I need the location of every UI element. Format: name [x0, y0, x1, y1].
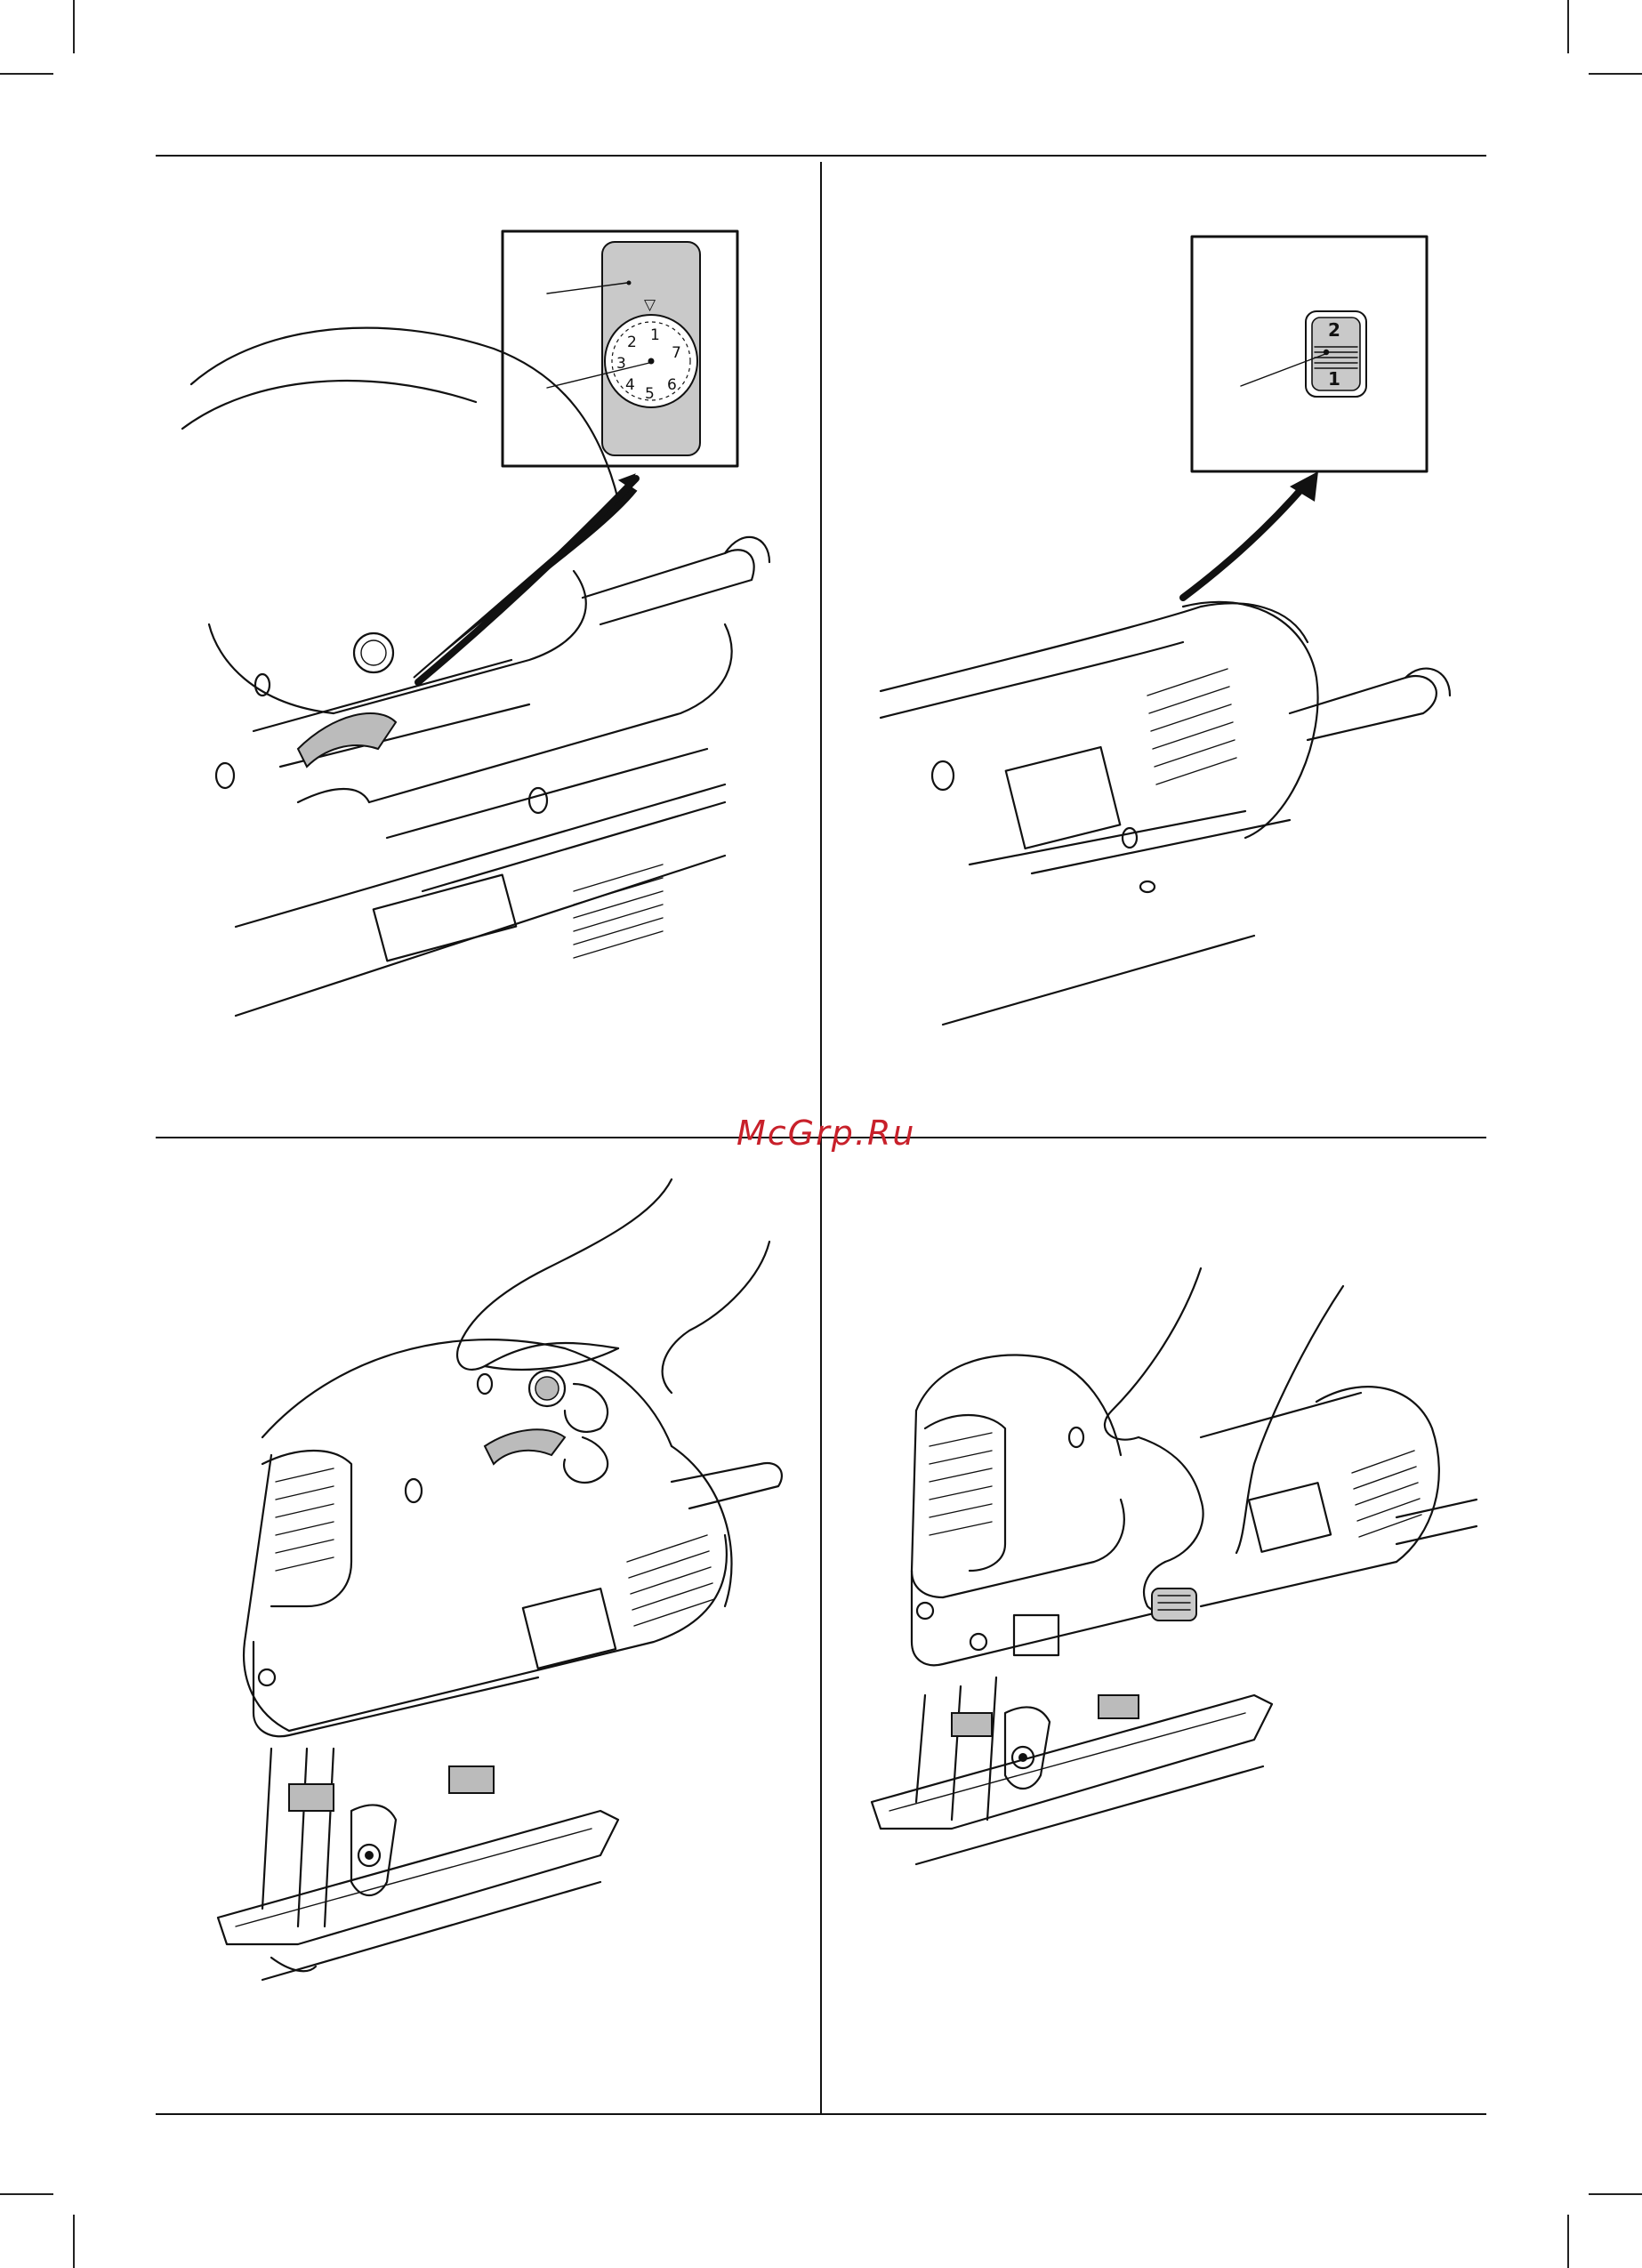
crop-mark [0, 73, 53, 75]
figure-trigger-operation [156, 1144, 814, 2110]
dial-number: 4 [625, 376, 635, 394]
dial-number: 3 [616, 355, 626, 373]
dial-marker: ▽ [644, 296, 656, 314]
crop-mark [1567, 2215, 1569, 2268]
crop-mark [1589, 2193, 1642, 2195]
crop-mark [73, 2215, 75, 2268]
figure-orbital-switch: 2 1 [827, 162, 1485, 1131]
switch-position-top: 2 [1328, 319, 1340, 341]
crop-mark [0, 2193, 53, 2195]
crop-mark [1589, 73, 1642, 75]
dial-number: 7 [672, 344, 681, 362]
switch-position-bottom: 1 [1328, 368, 1340, 390]
crop-mark [1567, 0, 1569, 53]
dial-number: 1 [650, 326, 660, 344]
dial-number: 6 [667, 376, 677, 394]
figure-switch-operation [827, 1144, 1485, 2110]
top-rule [156, 155, 1486, 157]
bottom-rule [156, 2113, 1486, 2115]
crop-mark [73, 0, 75, 53]
dial-number: 2 [627, 334, 637, 351]
figure-speed-dial: ▽ 1 2 3 4 5 6 7 [156, 162, 814, 1131]
dial-number: 5 [645, 385, 655, 403]
